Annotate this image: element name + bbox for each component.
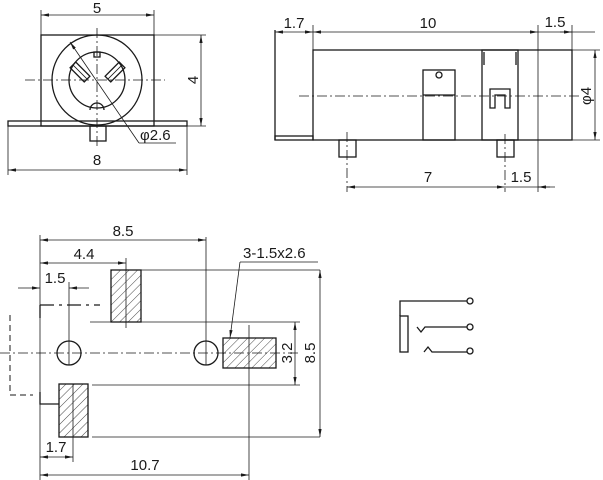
side-cap-label: 1.7 — [284, 15, 305, 32]
front-width-label: 5 — [93, 0, 101, 17]
front-diameter-label: φ2.6 — [140, 127, 171, 144]
side-pin-spacing-label: 7 — [424, 169, 432, 186]
footprint-pad1-label: 4.4 — [74, 246, 95, 263]
pad-note-label: 3-1.5x2.6 — [243, 245, 306, 262]
schematic-symbol — [399, 297, 474, 355]
pad3-label: 1.7 — [46, 439, 67, 456]
front-view: 5 4 8 φ2.6 — [7, 0, 206, 175]
front-height-label: 4 — [185, 76, 202, 84]
footprint-hole-label: 1.5 — [45, 270, 66, 287]
total-length-label: 10.7 — [130, 457, 159, 474]
footprint-view: 8.5 4.4 1.5 3-1.5x2.6 3.2 8.5 1.7 10.7 — [0, 223, 322, 480]
footprint-total-label: 8.5 — [113, 223, 134, 240]
side-pin-offset-label: 1.5 — [511, 169, 532, 186]
side-length-label: 10 — [420, 15, 437, 32]
pad-height-label: 3.2 — [279, 343, 296, 364]
footprint-height-label: 8.5 — [302, 343, 319, 364]
side-rear-label: 1.5 — [545, 14, 566, 31]
front-base-width-label: 8 — [93, 152, 101, 169]
side-view: 1.7 10 1.5 φ4 7 1.5 — [274, 14, 600, 192]
side-diameter-label: φ4 — [578, 87, 595, 105]
